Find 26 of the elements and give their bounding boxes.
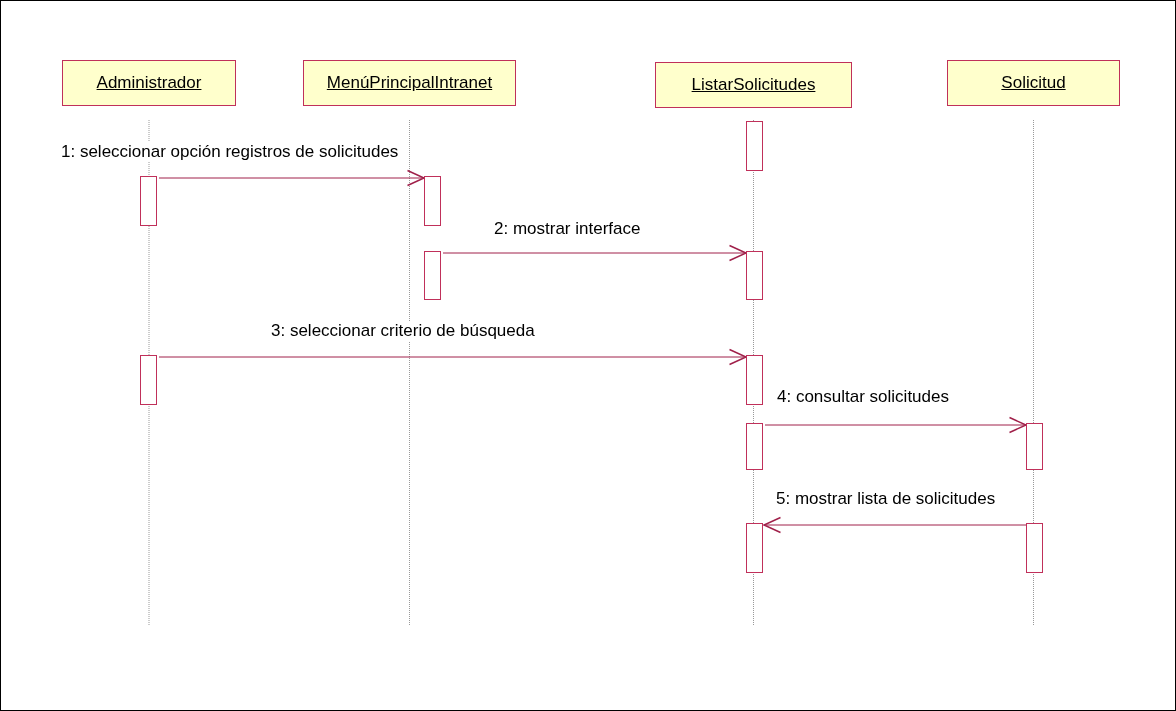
message-arrow (442, 244, 747, 262)
object-name: Administrador (95, 73, 203, 93)
object-box (303, 60, 516, 106)
activation-bar (746, 121, 763, 171)
activation-bar (746, 355, 763, 405)
message-arrow (158, 348, 747, 366)
message-arrow (763, 516, 1027, 534)
object-name: MenúPrincipalIntranet (325, 73, 494, 93)
object-box (655, 62, 852, 108)
activation-bar (140, 176, 157, 226)
message-arrow (764, 416, 1027, 434)
activation-bar (1026, 523, 1043, 573)
object-box (62, 60, 236, 106)
activation-bar (140, 355, 157, 405)
message-label: 1: seleccionar opción registros de solicitudes (60, 142, 400, 162)
activation-bar (424, 176, 441, 226)
activation-bar (424, 251, 441, 300)
object-name: Solicitud (1000, 73, 1067, 93)
activation-bar (1026, 423, 1043, 470)
message-arrow (158, 169, 425, 187)
object-box (947, 60, 1120, 106)
activation-bar (746, 523, 763, 573)
activation-bar (746, 251, 763, 300)
activation-bar (746, 423, 763, 470)
message-label: 3: seleccionar criterio de búsqueda (270, 321, 536, 341)
object-name: ListarSolicitudes (690, 75, 817, 95)
